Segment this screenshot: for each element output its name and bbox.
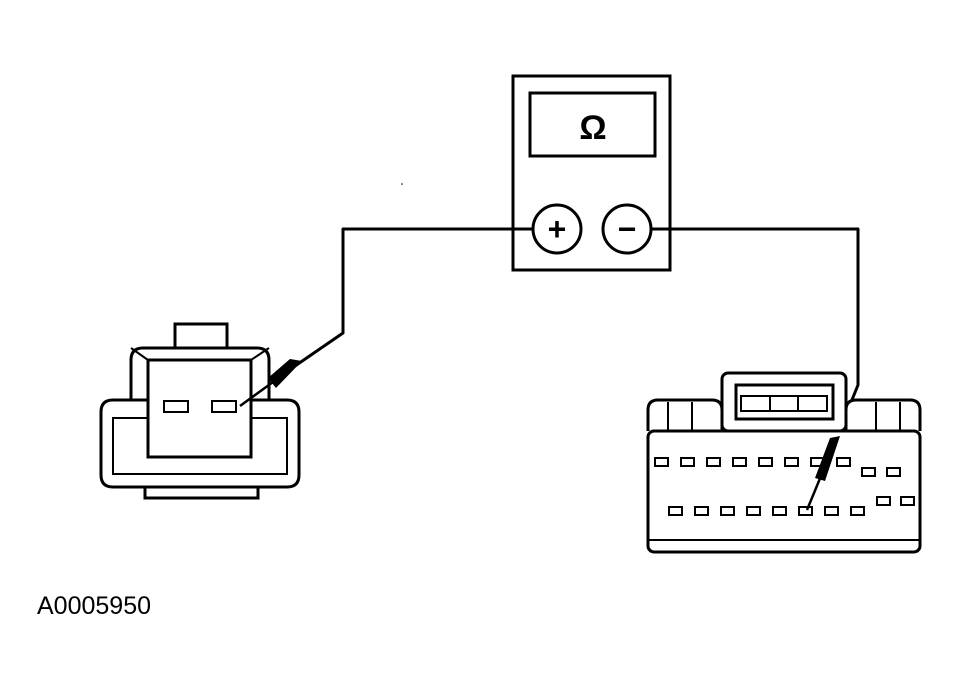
- left-connector-base: [143, 485, 260, 500]
- positive-terminal-label: +: [548, 211, 567, 247]
- right-connector-pin-8: [836, 457, 851, 467]
- right-connector-pin-13: [720, 506, 735, 516]
- ohmmeter-icon: Ω + −: [511, 74, 672, 272]
- meter-display: [528, 91, 657, 158]
- right-connector-pin-5: [758, 457, 773, 467]
- negative-terminal-label: −: [618, 211, 637, 247]
- right-connector-pin-10: [886, 467, 901, 477]
- right-connector-body: [646, 429, 922, 554]
- right-connector-pin-14: [746, 506, 761, 516]
- right-connector-pin-1: [654, 457, 669, 467]
- right-connector-pin-6: [784, 457, 799, 467]
- positive-lead-wire: [293, 227, 535, 368]
- test-probe-icon: [239, 359, 302, 408]
- right-connector-pin-3: [706, 457, 721, 467]
- ohm-symbol: Ω: [579, 109, 606, 147]
- right-connector-pin-9: [861, 467, 876, 477]
- figure-id: A0005950: [37, 592, 152, 620]
- left-connector-pin-2: [211, 400, 237, 413]
- right-connector-pin-20: [900, 496, 915, 506]
- left-connector-pin-1: [163, 400, 189, 413]
- connector-icon: [99, 322, 301, 500]
- left-connector-latch: [173, 322, 229, 350]
- right-connector-pin-2: [680, 457, 695, 467]
- right-connector-pin-11: [668, 506, 683, 516]
- right-connector-pin-19: [876, 496, 891, 506]
- right-connector-pin-4: [732, 457, 747, 467]
- right-connector-pin-16: [798, 506, 813, 516]
- test-probe-icon: [805, 436, 840, 511]
- negative-terminal-icon[interactable]: −: [601, 203, 653, 255]
- right-connector-pin-18: [850, 506, 865, 516]
- right-connector-pin-15: [772, 506, 787, 516]
- right-connector-pins: [654, 457, 915, 516]
- scan-speck: [401, 183, 403, 185]
- connector-icon: [646, 371, 922, 554]
- right-connector-pin-17: [824, 506, 839, 516]
- positive-terminal-icon[interactable]: +: [531, 203, 583, 255]
- right-connector-pin-12: [694, 506, 709, 516]
